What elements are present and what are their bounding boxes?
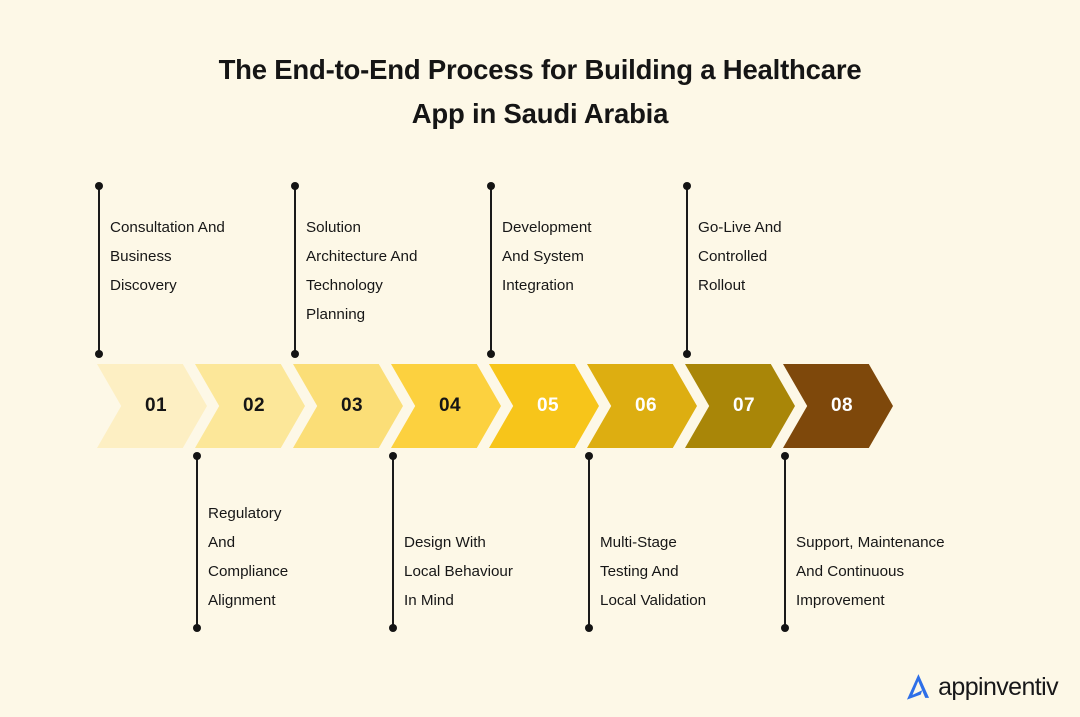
process-step-label-line: Integration (502, 277, 574, 294)
process-step-chevron-06[interactable]: 06 (587, 364, 697, 448)
connector-line (196, 456, 198, 628)
page-title: The End-to-End Process for Building a He… (0, 48, 1080, 136)
process-step-number-01: 01 (145, 395, 167, 416)
page-title-line-1: The End-to-End Process for Building a He… (218, 54, 862, 85)
process-step-label-line: Discovery (110, 277, 177, 294)
connector-dot-bottom (486, 350, 495, 358)
process-step-label-line: Business (110, 248, 172, 265)
connector-dot-top (682, 182, 691, 190)
connector-line (98, 186, 100, 354)
process-timeline: 01 02 03 04 05 06 07 08 (97, 364, 893, 448)
process-step-label-line: Alignment (208, 592, 276, 609)
process-step-label-line: Local Behaviour (404, 563, 513, 580)
connector-line (686, 186, 688, 354)
connector-line (490, 186, 492, 354)
process-step-chevron-07[interactable]: 07 (685, 364, 795, 448)
connector-dot-bottom (682, 350, 691, 358)
process-step-chevron-01[interactable]: 01 (97, 364, 207, 448)
process-step-label-line: Planning (306, 306, 366, 323)
process-step-label-line: Development (502, 219, 592, 236)
process-step-number-08: 08 (831, 395, 853, 416)
process-step-number-03: 03 (341, 395, 363, 416)
process-step-label-line: Local Validation (600, 592, 707, 609)
process-step-number-05: 05 (537, 395, 559, 416)
process-step-label-line: Go-Live And (698, 219, 782, 236)
process-step-label-line: Solution (306, 219, 361, 236)
process-step-label-line: And (208, 534, 236, 551)
process-step-label-line: Regulatory (208, 505, 282, 522)
process-step-number-06: 06 (635, 395, 657, 416)
connector-line (392, 456, 394, 628)
process-step-chevron-03[interactable]: 03 (293, 364, 403, 448)
process-step-label-line: Testing And (600, 563, 679, 580)
process-step-label-line: In Mind (404, 592, 454, 609)
process-step-number-07: 07 (733, 395, 755, 416)
process-step-chevron-05[interactable]: 05 (489, 364, 599, 448)
brand-logo[interactable]: appinventiv (901, 669, 1059, 703)
connector-dot-top (290, 182, 299, 190)
connector-dot-bottom (780, 624, 789, 632)
brand-logo-text: appinventiv (938, 672, 1058, 701)
process-step-chevron-08[interactable]: 08 (783, 364, 893, 448)
process-step-label-line: Technology (306, 277, 383, 294)
process-step-label-line: Compliance (208, 563, 289, 580)
process-step-number-02: 02 (243, 395, 265, 416)
process-step-label-line: Rollout (698, 277, 746, 294)
process-step-label-line: Controlled (698, 248, 768, 265)
process-step-label-line: Multi-Stage (600, 534, 677, 551)
connector-dot-top (780, 452, 789, 460)
process-step-number-04: 04 (439, 395, 461, 416)
connector-line (294, 186, 296, 354)
connector-dot-top (584, 452, 593, 460)
connector-dot-top (388, 452, 397, 460)
process-step-label-line: Design With (404, 534, 486, 551)
appinventiv-logo-icon (907, 674, 930, 700)
connector-dot-top (192, 452, 201, 460)
process-step-label-line: Consultation And (110, 219, 225, 236)
connector-dot-bottom (290, 350, 299, 358)
connector-line (588, 456, 590, 628)
process-step-chevron-02[interactable]: 02 (195, 364, 305, 448)
connector-dot-top (94, 182, 103, 190)
connector-dot-top (486, 182, 495, 190)
process-step-label-line: And Continuous (796, 563, 905, 580)
connector-dot-bottom (388, 624, 397, 632)
connector-dot-bottom (584, 624, 593, 632)
connector-dot-bottom (192, 624, 201, 632)
process-step-label-line: Support, Maintenance (796, 534, 945, 551)
process-step-label-line: And System (502, 248, 584, 265)
page-title-line-2: App in Saudi Arabia (411, 98, 669, 129)
connector-dot-bottom (94, 350, 103, 358)
connector-line (784, 456, 786, 628)
process-step-chevron-04[interactable]: 04 (391, 364, 501, 448)
process-step-label-line: Architecture And (306, 248, 418, 265)
process-step-label-line: Improvement (796, 592, 885, 609)
